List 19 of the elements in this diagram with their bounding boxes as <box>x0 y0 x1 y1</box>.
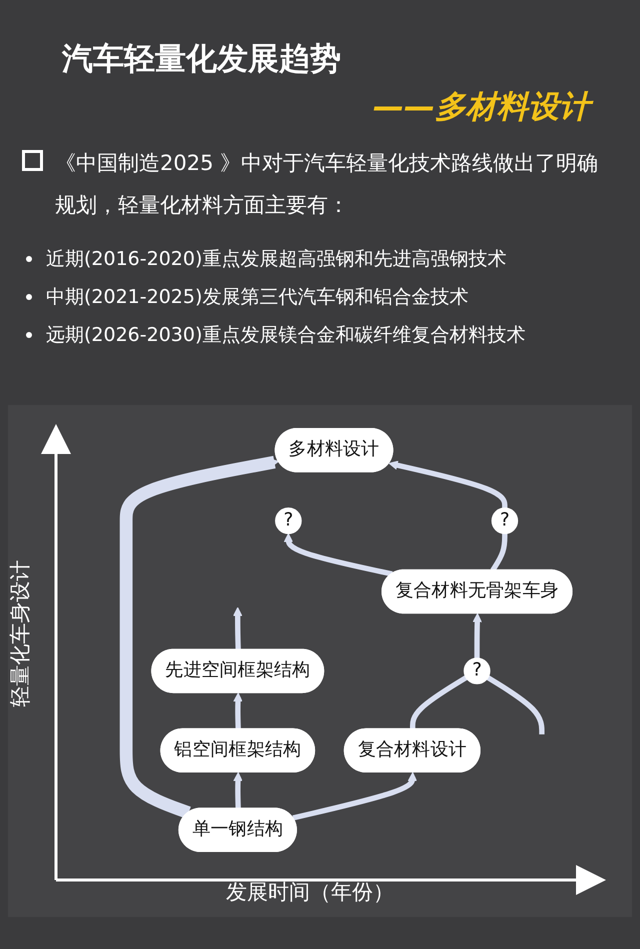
bullet-text: 近期(2016-2020)重点发展超高强钢和先进高强钢技术 <box>46 247 506 272</box>
x-axis-label: 发展时间（年份） <box>226 879 394 906</box>
bullet-text: 远期(2026-2030)重点发展镁合金和碳纤维复合材料技术 <box>46 323 526 348</box>
connector <box>486 675 544 734</box>
arrow <box>233 772 243 809</box>
y-axis-label: 轻量化车身设计 <box>7 560 33 707</box>
node-circle: ? <box>275 507 302 534</box>
node-circle: ? <box>491 507 518 534</box>
title: 汽车轻量化发展趋势 <box>62 40 341 79</box>
arrow <box>284 533 393 577</box>
node-circle: ? <box>464 658 490 684</box>
arrow <box>120 456 280 819</box>
arrow <box>233 692 243 730</box>
intro-paragraph: 《中国制造2025 》中对于汽车轻量化技术路线做出了明确规划，轻量化材料方面主要有： <box>55 150 600 219</box>
arrow <box>292 772 418 821</box>
arrow <box>233 607 242 650</box>
connector <box>410 675 468 730</box>
bullet-text: 中期(2021-2025)发展第三代汽车钢和铝合金技术 <box>46 285 468 310</box>
arrow <box>472 613 482 658</box>
